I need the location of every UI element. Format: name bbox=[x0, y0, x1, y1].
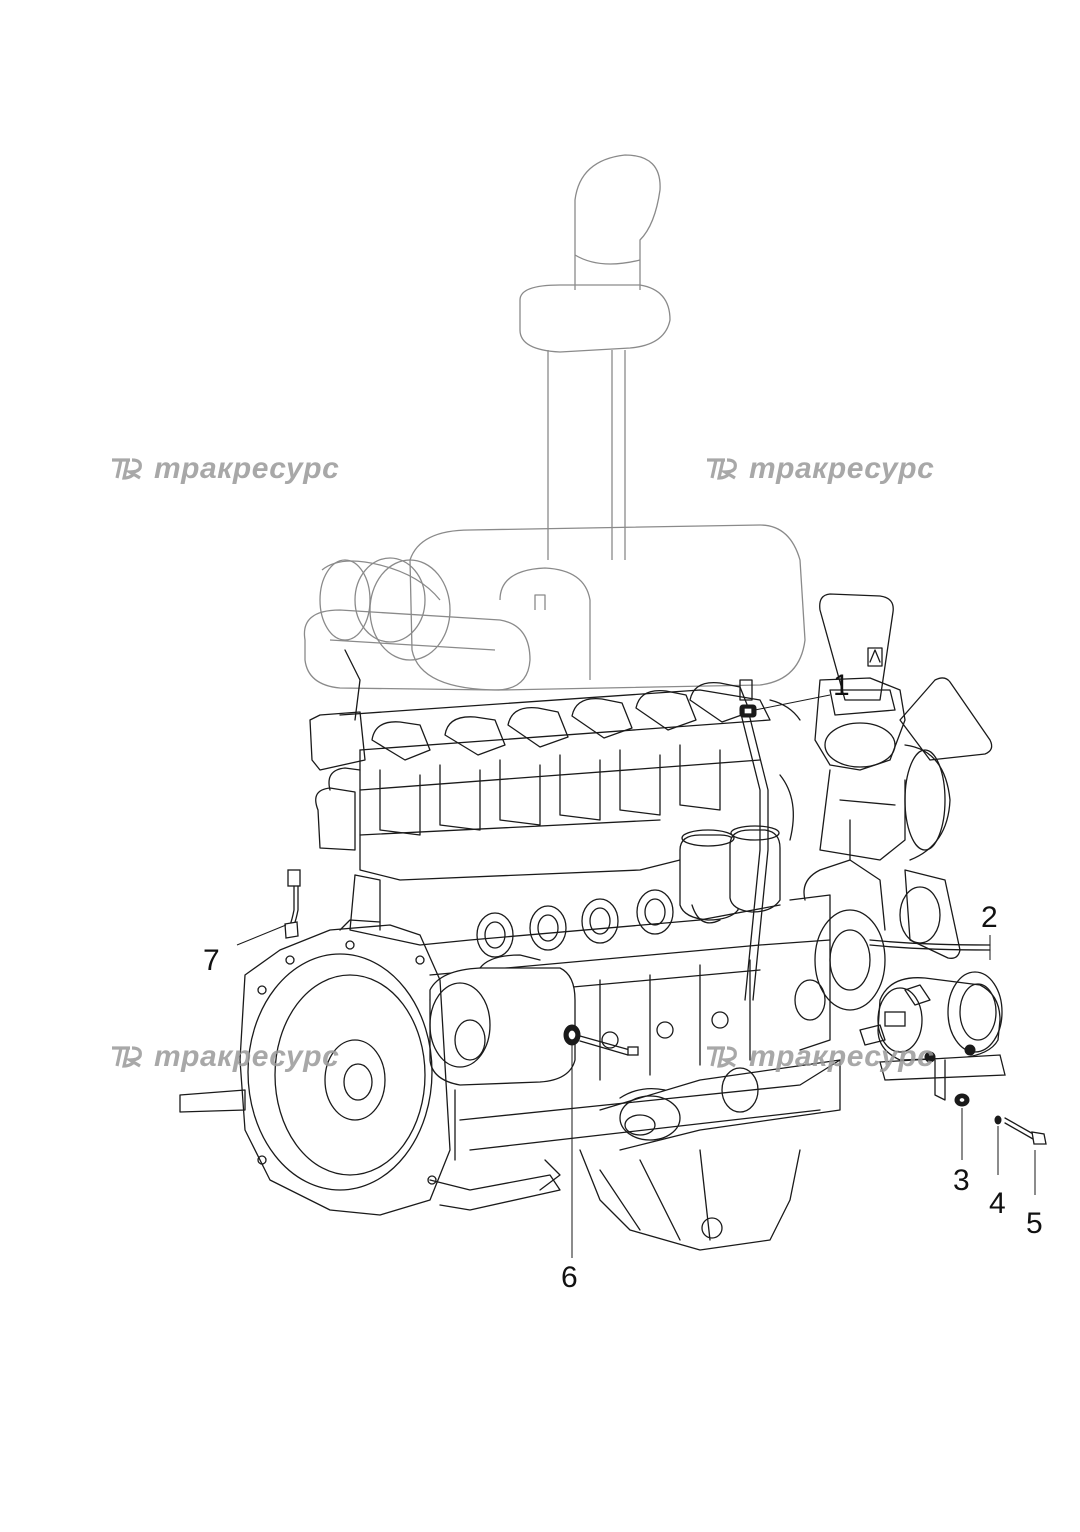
watermark: тракресурс bbox=[705, 1040, 934, 1074]
leader-1 bbox=[754, 694, 831, 711]
engine-block bbox=[349, 874, 841, 1161]
watermark-text: тракресурс bbox=[749, 452, 935, 485]
fuel-filters bbox=[679, 825, 781, 924]
tr-logo-icon bbox=[112, 1046, 142, 1068]
watermark-text: тракресурс bbox=[154, 452, 340, 485]
cooling-fan bbox=[803, 593, 993, 959]
callout-2: 2 bbox=[981, 901, 998, 934]
callout-5: 5 bbox=[1026, 1207, 1043, 1240]
watermark: тракресурс bbox=[110, 1040, 339, 1074]
part-2-ac-compressor bbox=[859, 971, 1006, 1101]
tr-logo-icon bbox=[707, 1046, 737, 1068]
callout-6: 6 bbox=[561, 1261, 578, 1294]
part-6-sensor bbox=[563, 1024, 639, 1056]
tr-logo-icon bbox=[112, 458, 142, 480]
leader-7 bbox=[236, 924, 287, 946]
intake-pipe bbox=[599, 1059, 841, 1151]
watermark: тракресурс bbox=[110, 452, 339, 486]
leader-lines bbox=[236, 694, 1036, 1258]
starter-motor bbox=[429, 954, 576, 1086]
dipstick-tube bbox=[739, 699, 801, 1001]
oil-pan bbox=[539, 1149, 801, 1251]
part-1-sensor bbox=[739, 704, 757, 718]
air-compressor bbox=[814, 647, 906, 861]
flywheel-housing bbox=[179, 919, 561, 1216]
watermark-text: тракресурс bbox=[154, 1040, 340, 1073]
part-7-sensor bbox=[284, 869, 301, 939]
fastener-parts bbox=[954, 1093, 1047, 1145]
watermark: тракресурс bbox=[705, 452, 934, 486]
part-4-lock-washer bbox=[994, 1115, 1002, 1125]
front-pulleys bbox=[789, 886, 991, 1051]
callout-7: 7 bbox=[203, 944, 220, 977]
callout-3: 3 bbox=[953, 1164, 970, 1197]
watermark-text: тракресурс bbox=[749, 1040, 935, 1073]
callout-4: 4 bbox=[989, 1187, 1006, 1220]
tr-logo-icon bbox=[707, 458, 737, 480]
callout-1: 1 bbox=[833, 669, 850, 702]
part-5-bolt bbox=[1004, 1117, 1047, 1145]
exhaust-stack bbox=[303, 154, 806, 691]
valve-cover bbox=[309, 649, 771, 881]
